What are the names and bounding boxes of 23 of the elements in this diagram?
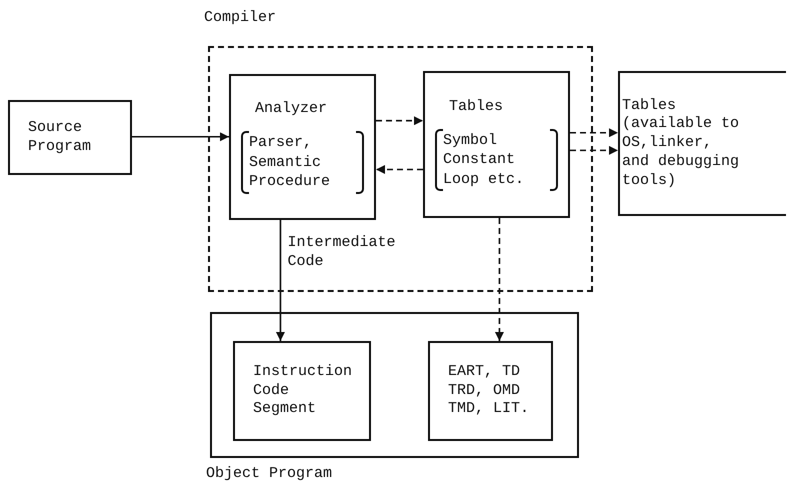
process-box — [428, 341, 553, 441]
process-box — [229, 74, 376, 220]
bracketed-list: Parser, Semantic Procedure — [241, 131, 364, 194]
box-title: Tables — [449, 98, 504, 117]
group-label: Object Program — [206, 466, 332, 482]
arrow — [376, 165, 423, 174]
arrow — [570, 128, 618, 138]
box-text: Tables (available to OS,linker, and debugging tools) — [622, 96, 740, 190]
process-box — [8, 100, 132, 175]
box-text: EART, TD TRD, OMD TMD, LIT. — [448, 362, 530, 420]
group-label: Compiler — [204, 10, 276, 26]
bracketed-list: Symbol Constant Loop etc. — [435, 128, 558, 192]
process-box — [423, 71, 570, 218]
process-box — [233, 341, 371, 441]
arrow — [494, 218, 504, 341]
box-title: Analyzer — [255, 100, 328, 120]
arrow — [376, 116, 423, 126]
box-text: Instruction Code Segment — [253, 362, 354, 420]
process-box — [618, 71, 786, 216]
arrow — [570, 146, 618, 155]
box-text: Source Program — [28, 118, 92, 156]
arrow — [276, 220, 285, 341]
arrow — [132, 132, 229, 142]
